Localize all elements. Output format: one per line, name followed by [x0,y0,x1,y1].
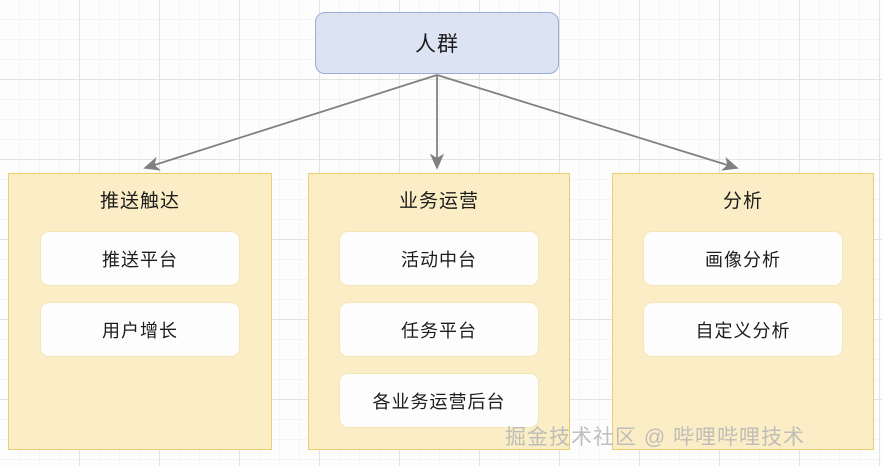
card-item[interactable]: 自定义分析 [643,302,843,357]
card-item[interactable]: 画像分析 [643,231,843,286]
group-push-reach[interactable]: 推送触达 推送平台 用户增长 [8,173,272,450]
group-title: 分析 [722,191,763,212]
group-card-list: 画像分析 自定义分析 [613,231,873,357]
card-item[interactable]: 活动中台 [339,231,539,286]
watermark-text: 掘金技术社区 @ 哔哩哔哩技术 [505,426,805,449]
root-node-people[interactable]: 人群 [315,12,559,74]
card-label: 各业务运营后台 [372,391,506,412]
group-analysis[interactable]: 分析 画像分析 自定义分析 [612,173,874,450]
group-title: 业务运营 [398,191,479,212]
group-card-list: 推送平台 用户增长 [9,231,271,357]
connector-to-push-reach [143,74,438,171]
card-label: 画像分析 [705,249,781,270]
card-label: 用户增长 [102,320,178,341]
group-card-list: 活动中台 任务平台 各业务运营后台 [309,231,569,428]
card-label: 推送平台 [102,249,178,270]
root-node-label: 人群 [415,33,459,56]
group-business-operations[interactable]: 业务运营 活动中台 任务平台 各业务运营后台 [308,173,570,450]
card-item[interactable]: 用户增长 [40,302,240,357]
connector-to-analysis [436,74,739,171]
card-label: 活动中台 [401,249,477,270]
group-title: 推送触达 [99,191,180,212]
card-label: 自定义分析 [695,320,791,341]
card-item[interactable]: 推送平台 [40,231,240,286]
card-label: 任务平台 [401,320,477,341]
card-item[interactable]: 各业务运营后台 [339,373,539,428]
card-item[interactable]: 任务平台 [339,302,539,357]
